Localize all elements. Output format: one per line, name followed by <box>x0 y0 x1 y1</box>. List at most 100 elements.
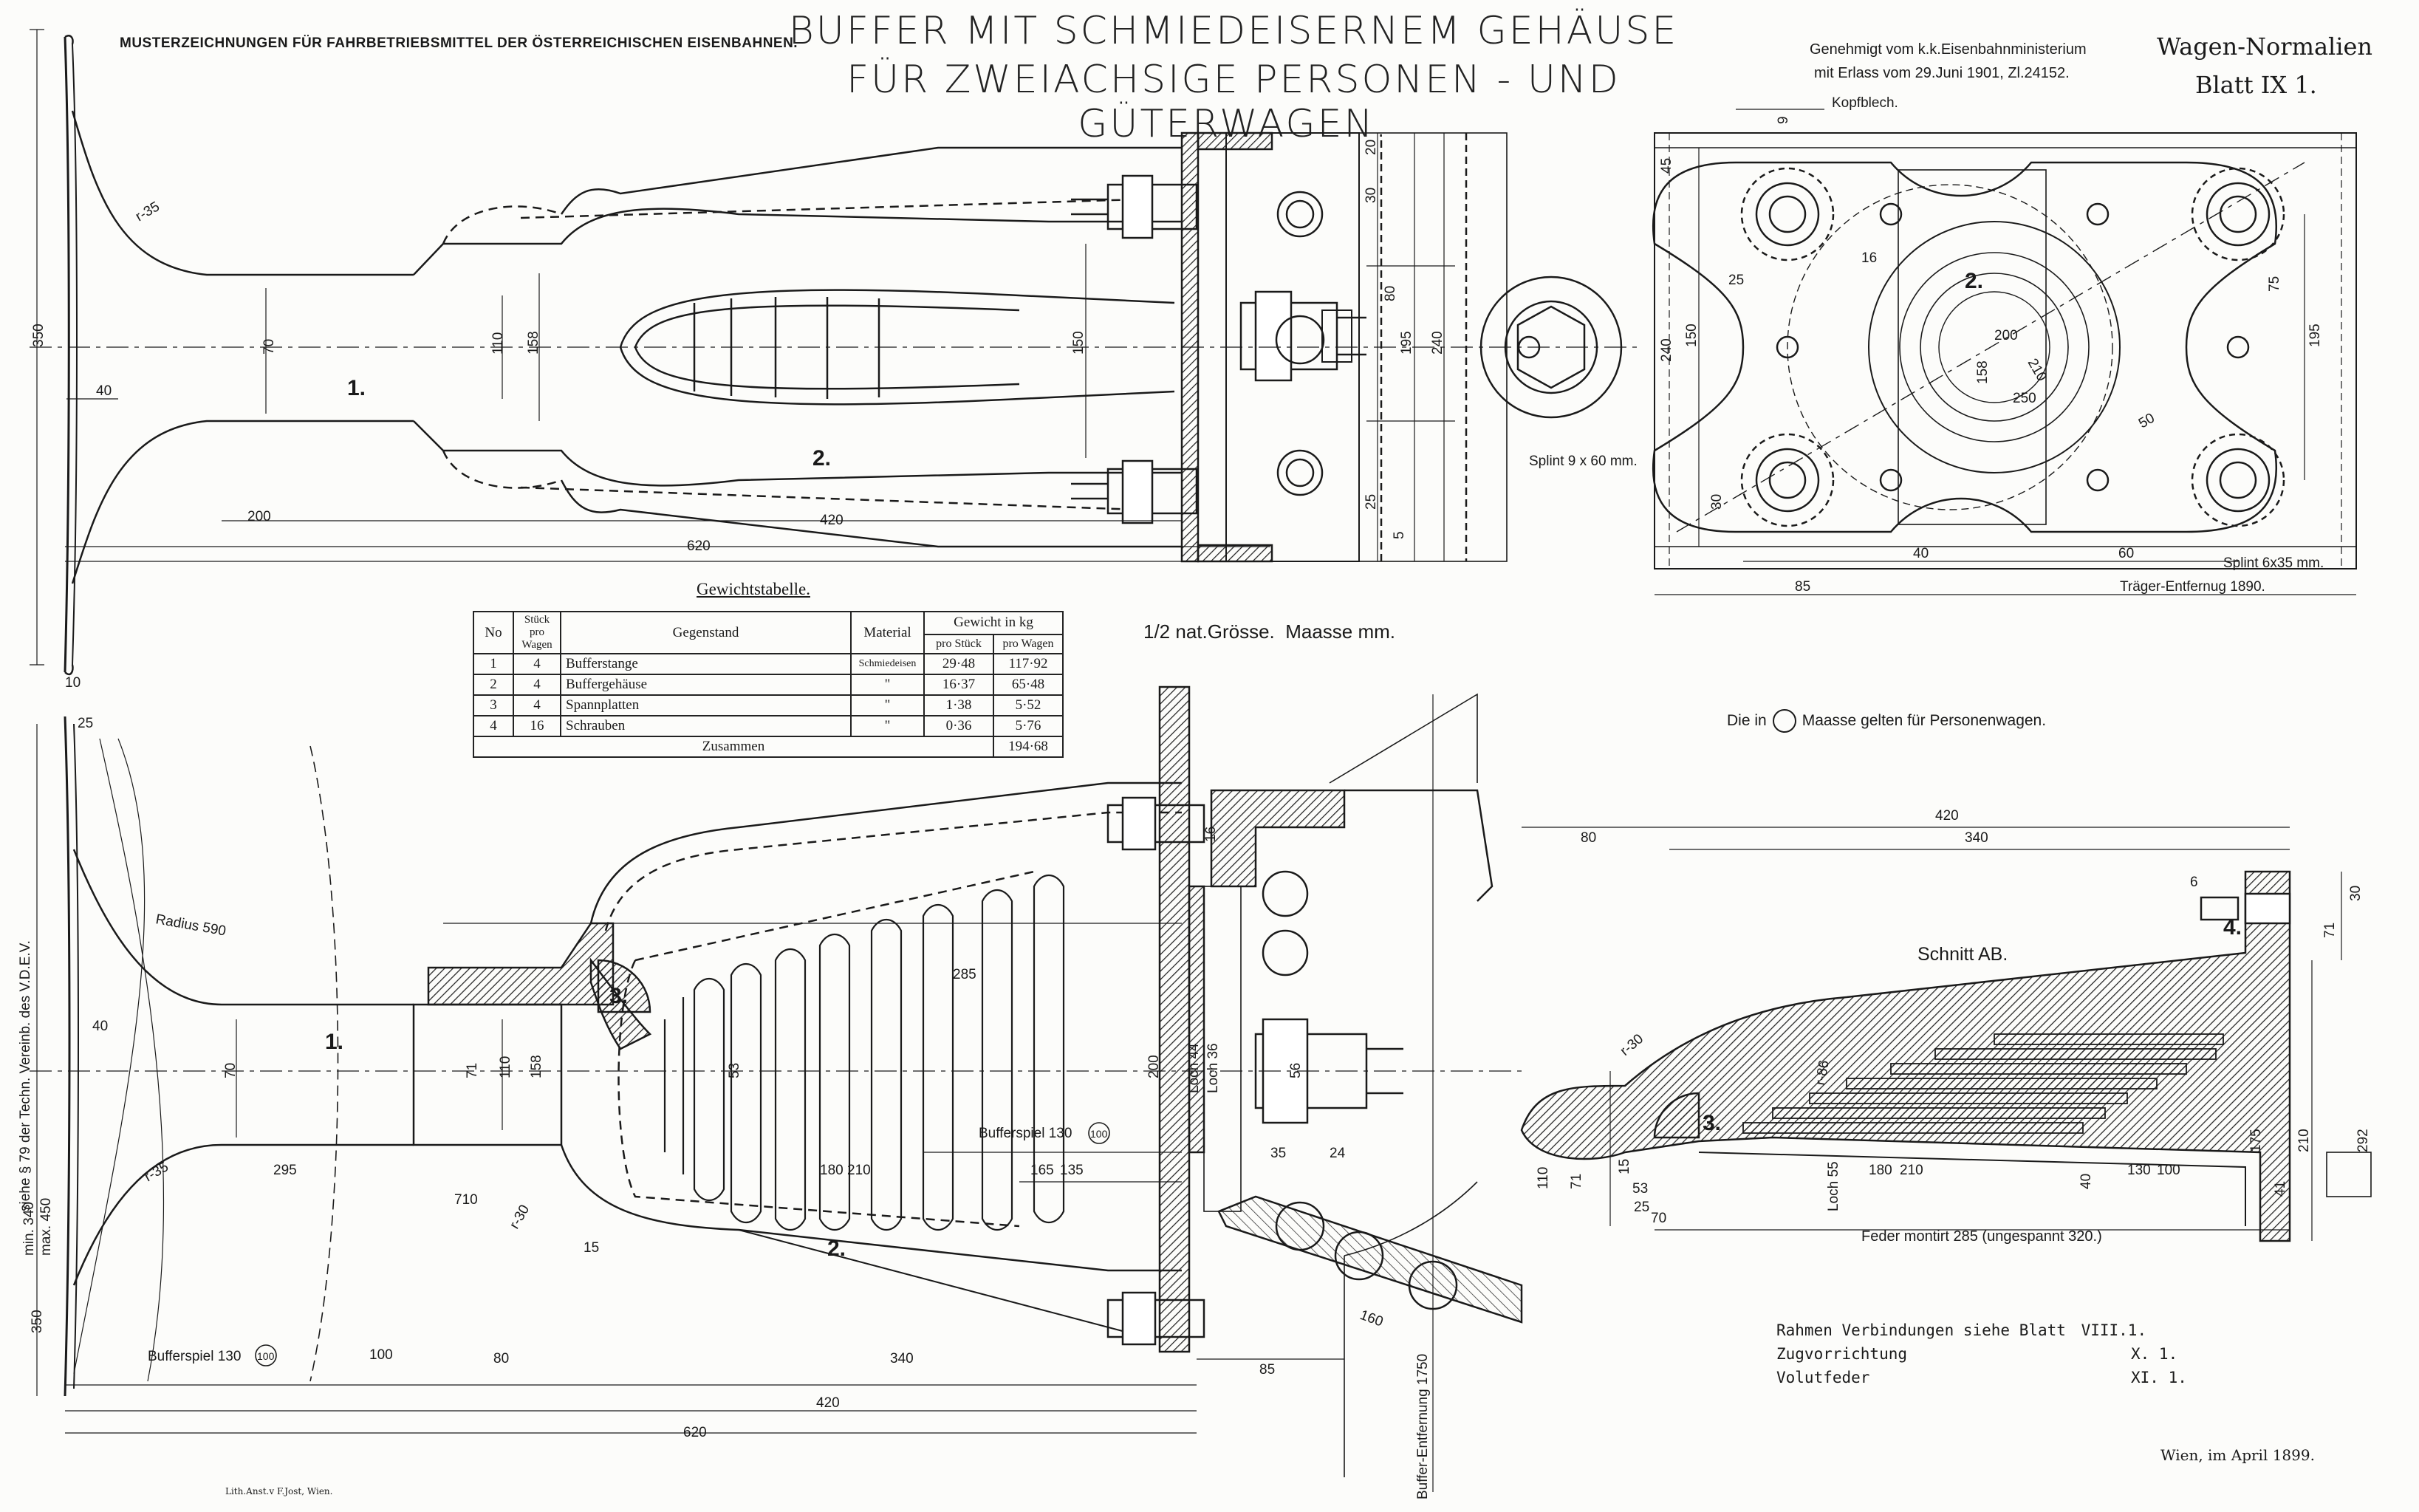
dim-top-150: 150 <box>1071 331 1087 355</box>
dim-bot-r30: r-30 <box>507 1203 533 1232</box>
dim-bot-165: 165 <box>1030 1163 1054 1178</box>
dim-bot-c210: 210 <box>847 1163 871 1178</box>
cell-per-wagon: 5·52 <box>993 694 1064 716</box>
dim-top-110: 110 <box>490 332 506 355</box>
dim-bot-158: 158 <box>529 1055 544 1078</box>
date-place: Wien, im April 1899. <box>2160 1446 2315 1464</box>
references-block: Rahmen Verbindungen siehe Blatt VIII.1. … <box>1776 1318 2187 1389</box>
part-label-3-section: 3. <box>1703 1111 1721 1135</box>
dim-sec-70: 70 <box>1651 1211 1666 1226</box>
approval-line1: Genehmigt vom k.k.Eisenbahnministerium <box>1810 41 2087 58</box>
dim-bot-40: 40 <box>92 1019 108 1034</box>
th-count: Stück pro Wagen <box>513 611 561 654</box>
dim-top-420: 420 <box>820 513 844 528</box>
cell-item: Schrauben <box>560 715 852 737</box>
th-material: Material <box>850 611 925 654</box>
cell-material: " <box>850 674 925 696</box>
dim-plan-195: 195 <box>2307 324 2323 347</box>
dim-sec-6: 6 <box>2190 875 2198 890</box>
part-label-2-bottom: 2. <box>827 1236 846 1261</box>
radius-590-label: Radius 590 <box>154 911 227 939</box>
reference-volut: Volutfeder XI. 1. <box>1776 1366 2187 1389</box>
dim-sec-40: 40 <box>2078 1174 2094 1189</box>
part-label-1-bottom: 1. <box>325 1030 343 1054</box>
minmax-1: min. 340 <box>21 1202 37 1256</box>
reference-zug-label: Zugvorrichtung <box>1776 1345 1908 1363</box>
table-row: 2 4 Buffergehäuse " 16·37 65·48 <box>473 674 1064 696</box>
dim-sec-30: 30 <box>2348 886 2364 901</box>
bufferspiel-bottom-circle-text: 100 <box>257 1350 275 1362</box>
dim-plan-60: 60 <box>2118 546 2134 561</box>
section-ab <box>1520 827 2372 1242</box>
dim-top-80: 80 <box>1383 286 1398 301</box>
dim-plan-50: 50 <box>2136 411 2158 432</box>
cell-count: 4 <box>513 653 561 675</box>
dim-sec-110: 110 <box>1536 1167 1551 1189</box>
dim-bot-25: 25 <box>78 716 93 731</box>
dim-bot-180: 180 <box>820 1163 844 1178</box>
dim-sec-c210: 210 <box>1900 1163 1923 1178</box>
dim-bot-350: 350 <box>30 1310 45 1333</box>
cell-item: Spannplatten <box>560 694 852 716</box>
dim-top-r35: r-35 <box>133 199 162 225</box>
reference-rahmen-label: Rahmen Verbindungen siehe Blatt <box>1776 1321 2066 1339</box>
feder-note: Feder montirt 285 (ungespannt 320.) <box>1861 1228 2102 1245</box>
splint-9-label: Splint 9 x 60 mm. <box>1529 454 1638 469</box>
reference-zug: Zugvorrichtung X. 1. <box>1776 1342 2187 1366</box>
part-label-4-section: 4. <box>2223 915 2242 940</box>
dim-bot-53: 53 <box>727 1063 742 1078</box>
cell-item: Buffergehäuse <box>560 674 852 696</box>
dim-sec-71b: 71 <box>1569 1174 1584 1189</box>
plan-bolt-tl <box>1740 167 1835 261</box>
dim-sec-180: 180 <box>1869 1163 1892 1178</box>
dims-plan: 45 240 150 195 75 25 30 16 200 210 250 1… <box>1659 116 2323 595</box>
sheet-series: Wagen-Normalien <box>2157 33 2373 61</box>
bufferspiel-middle-circle: 100 <box>1088 1122 1110 1144</box>
dim-sec-340: 340 <box>1965 830 1988 846</box>
total-label: Zusammen <box>473 736 994 758</box>
circle-symbol-icon <box>1772 709 1796 733</box>
cell-item: Bufferstange <box>560 653 852 675</box>
dim-top-240: 240 <box>1430 331 1445 355</box>
cell-material: " <box>850 715 925 737</box>
plan-bolt-bl <box>1740 433 1835 527</box>
dim-bot-85: 85 <box>1259 1362 1275 1378</box>
dim-bot-200: 200 <box>1146 1055 1162 1078</box>
bottom-section <box>30 685 1523 1492</box>
dim-bot-loch44: Loch 44 <box>1186 1043 1202 1093</box>
minmax-2: max. 450 <box>38 1198 54 1256</box>
dim-plan-150: 150 <box>1684 324 1700 347</box>
dim-plan-75-top: 75 <box>2267 276 2282 292</box>
dim-plan-30: 30 <box>1709 494 1725 510</box>
bolt-top-middle <box>1239 290 1366 382</box>
dim-bot-80: 80 <box>493 1351 509 1366</box>
dim-sec-loch55: Loch 55 <box>1826 1161 1841 1211</box>
dim-plan-16: 16 <box>1861 250 1877 266</box>
dim-sec-80: 80 <box>1581 830 1596 846</box>
dim-bot-620: 620 <box>683 1425 707 1440</box>
bolt-bottom-upper <box>1106 796 1205 851</box>
cell-material: Schmiedeisen <box>850 653 925 675</box>
splint-6-label: Splint 6x35 mm. <box>2223 555 2324 571</box>
top-elevation <box>30 29 1640 676</box>
bolt-top-lower <box>1071 459 1198 524</box>
dim-sec-420: 420 <box>1935 808 1959 824</box>
dim-bot-r35: r-35 <box>142 1159 171 1185</box>
cell-per-wagon: 5·76 <box>993 715 1064 737</box>
circle-note: Die in Maasse gelten für Personenwagen. <box>1727 709 2046 733</box>
section-label: Schnitt AB. <box>1917 944 2008 965</box>
dim-sec-71: 71 <box>2322 923 2338 938</box>
cell-no: 2 <box>473 674 514 696</box>
kopfblech-label: Kopfblech. <box>1832 95 1898 111</box>
bolt-bottom-lower <box>1106 1291 1205 1346</box>
dim-bot-71: 71 <box>465 1063 480 1078</box>
approval-line2: mit Erlass vom 29.Juni 1901, Zl.24152. <box>1814 65 2070 81</box>
dim-sec-15: 15 <box>1617 1159 1632 1174</box>
cell-count: 4 <box>513 674 561 696</box>
cell-per-wagon: 65·48 <box>993 674 1064 696</box>
dim-top-20: 20 <box>1364 140 1379 155</box>
reference-rahmen: Rahmen Verbindungen siehe Blatt VIII.1. <box>1776 1318 2187 1342</box>
dim-top-195: 195 <box>1399 331 1414 355</box>
dim-top-70: 70 <box>261 339 277 355</box>
